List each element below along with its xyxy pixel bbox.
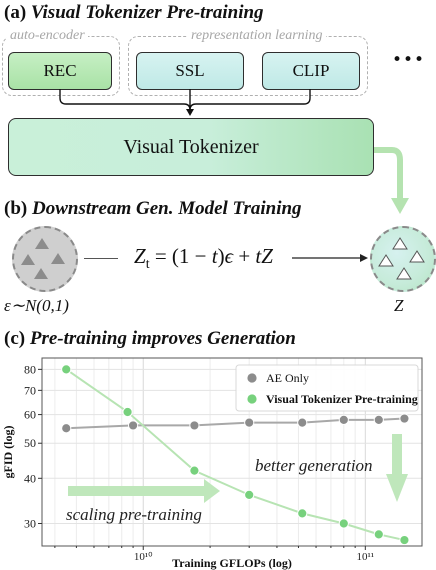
y-axis-label: gFID (log) [1,426,15,479]
clip-box: CLIP [262,52,360,90]
y-tick-label: 50 [24,436,36,450]
z-circle [370,226,436,292]
y-tick-label: 30 [24,517,36,531]
section-b-title-text: Downstream Gen. Model Training [31,198,302,219]
ae-point [297,417,308,428]
vtp-series-line [65,368,405,542]
ae-series-line [66,417,405,430]
section-c-title-text: Pre-training improves Generation [29,328,296,349]
better-arrow-shaft [392,434,402,476]
section-a-title: (a) Visual Tokenizer Pre-training [4,2,264,24]
tokenizer-to-z-arrowhead [391,198,409,214]
vtp-point [338,518,349,529]
vtp-point [297,508,308,519]
representation-group-label: representation learning [188,28,326,44]
section-b-prefix: (b) [4,198,32,219]
chart-annotations: better generation scaling pre-training [66,434,408,524]
section-c-title: (c) Pre-training improves Generation [4,328,296,350]
more-ellipsis: ••• [392,50,426,70]
better-arrow-head [386,474,408,502]
visual-tokenizer-label: Visual Tokenizer [123,135,259,158]
vtp-point [189,465,200,476]
z-label: Z [394,296,404,315]
legend-label-ae: AE Only [266,371,309,385]
section-b-title: (b) Downstream Gen. Model Training [4,198,302,220]
vtp-point [61,364,72,375]
y-tick-label: 70 [24,383,36,397]
noise-connector-line [84,258,118,259]
z-triangles [378,237,425,280]
noise-circle [12,226,78,292]
legend-marker-ae [247,373,257,383]
y-tick-label: 80 [24,362,36,376]
tokenizer-arrowhead [186,109,194,116]
y-tick-label: 40 [24,471,36,485]
section-a-connectors [59,89,409,214]
chart-series [61,364,410,546]
x-axis-label: Training GFLOPs (log) [172,556,292,570]
clip-box-label: CLIP [292,61,330,80]
section-a-prefix: (a) [4,2,31,23]
scaling-arrow-head [204,479,220,503]
ae-point [244,417,255,428]
ssl-box: SSL [136,52,244,90]
ae-point [127,420,139,431]
visual-tokenizer-box: Visual Tokenizer [8,118,374,176]
ae-point [373,414,384,426]
vtp-point [373,529,384,540]
scaling-pretraining-label: scaling pre-training [66,505,202,524]
noise-triangles [21,238,65,279]
section-a-title-text: Visual Tokenizer Pre-training [30,2,264,23]
vtp-point [122,406,133,418]
equation-arrow [292,254,368,262]
rec-to-tokenizer-line [59,89,191,111]
ae-point [61,423,72,434]
legend-marker-vtp [247,394,257,404]
ae-point [189,420,200,431]
x-tick-label: 10¹¹ [357,551,375,563]
tokenizer-to-z-arrow [374,147,403,200]
plot-frame [41,357,423,547]
ssl-box-label: SSL [175,61,205,80]
x-tick-label: 10¹⁰ [134,551,153,563]
chart-axes: 30 40 50 60 70 80 10¹⁰ 10¹¹ Training GFLOPs (log… [1,362,374,570]
rec-box-label: REC [43,61,77,80]
flow-equation: Zt = (1 − t)ϵ + tZ [134,244,273,273]
ae-point [338,414,349,426]
better-generation-label: better generation [255,456,373,475]
scaling-arrow-shaft [68,486,206,496]
vtp-point [244,489,255,500]
vtp-point [399,534,410,546]
gfid-chart: better generation scaling pre-training 30… [1,357,423,570]
ae-point [399,413,410,424]
clip-to-tokenizer-line [189,89,311,111]
legend-box [235,364,419,412]
section-c-prefix: (c) [4,328,30,349]
noise-distribution-label: ε∼N(0,1) [4,296,69,315]
autoencoder-group-label: auto-encoder [7,28,88,44]
y-tick-label: 60 [24,408,36,422]
legend-label-vtp: Visual Tokenizer Pre-training [266,392,418,406]
